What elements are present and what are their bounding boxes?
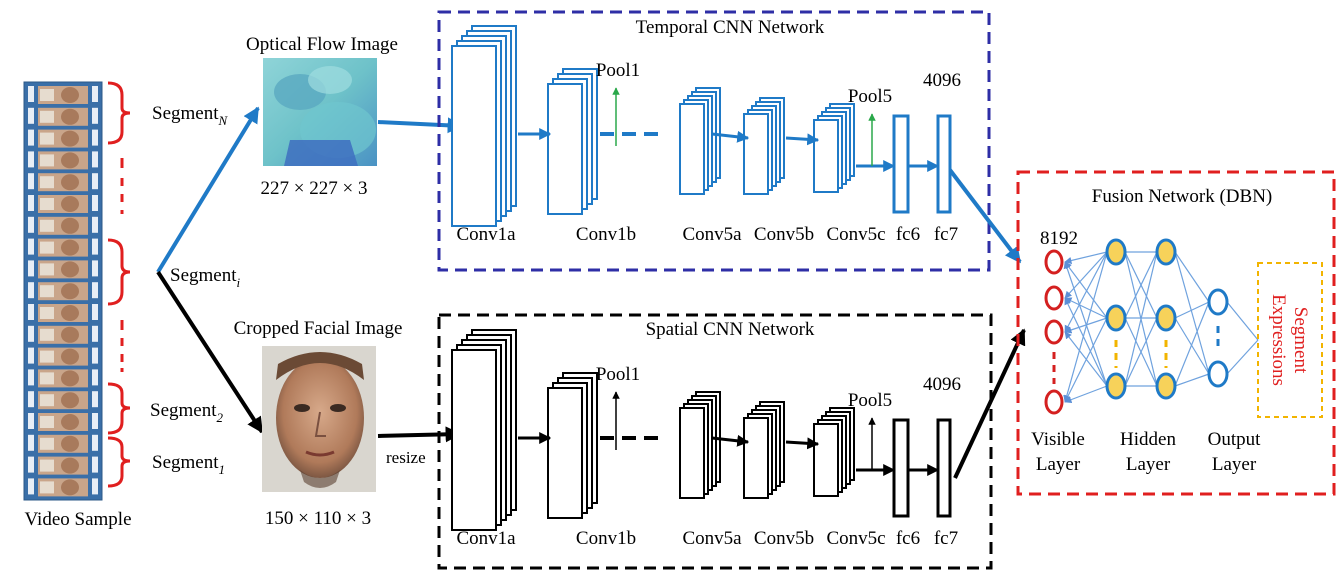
hidden-node (1105, 238, 1127, 266)
layer-label-conv5a: Conv5a (682, 528, 742, 549)
fc-size-label: 4096 (923, 374, 961, 395)
hidden-layer-label-2: Layer (1126, 454, 1171, 475)
fc6-block (892, 418, 910, 518)
resize-label: resize (386, 448, 426, 467)
segment-expressions-label: Segment Expressions (1268, 294, 1311, 386)
visible-layer-label-1: Visible (1031, 429, 1085, 450)
output-layer-label-2: Layer (1212, 454, 1257, 475)
spatial-network-title: Spatial CNN Network (646, 319, 815, 340)
hidden-node (1155, 304, 1177, 332)
fusion-input-size: 8192 (1040, 228, 1078, 249)
hidden-layer-label-1: Hidden (1120, 429, 1176, 450)
conv5a-block (679, 87, 721, 195)
temporal-network-title: Temporal CNN Network (636, 17, 825, 38)
layer-label-conv5b: Conv5b (754, 224, 814, 245)
fc7-block (936, 114, 952, 214)
fusion-network-title: Fusion Network (DBN) (1092, 186, 1273, 207)
segment-expressions-box (1257, 262, 1323, 418)
conv1a-block (451, 25, 517, 227)
segment-brackets (107, 81, 131, 488)
arrow-temporal-to-fusion (948, 168, 1022, 264)
cropped-face-title: Cropped Facial Image (234, 318, 403, 339)
arrow-conv5a-conv5b (711, 130, 750, 143)
svg-text:Segment: Segment (1290, 307, 1311, 374)
fc-size-label: 4096 (923, 70, 961, 91)
fusion-network-box (1016, 170, 1336, 496)
layer-label-conv1b: Conv1b (576, 224, 636, 245)
output-node (1207, 360, 1229, 388)
visible-layer-label-2: Layer (1036, 454, 1081, 475)
layer-label-conv1a: Conv1a (456, 528, 516, 549)
conv1b-block (547, 372, 598, 519)
arrow-flow-to-temporal (377, 117, 464, 134)
conv5c-block (813, 407, 855, 497)
visible-node (1044, 285, 1064, 311)
layer-label-fc6: fc6 (896, 528, 920, 549)
spatial-network-box (437, 313, 993, 570)
hidden-node (1155, 372, 1177, 400)
video-sample-label: Video Sample (24, 509, 131, 530)
layer-label-fc6: fc6 (896, 224, 920, 245)
fc7-block (936, 418, 952, 518)
fc6-block (892, 114, 910, 214)
arrow-to-optical-flow (156, 106, 260, 274)
arrow-face-to-spatial (377, 426, 462, 443)
segment-n-label: SegmentN (152, 103, 229, 128)
pool5-label: Pool5 (848, 390, 892, 411)
svg-text:Expressions: Expressions (1268, 294, 1289, 386)
optical-flow-image (263, 58, 377, 166)
video-filmstrip (23, 81, 103, 501)
conv5c-block (813, 103, 855, 193)
layer-label-conv5c: Conv5c (826, 528, 885, 549)
layer-label-conv1b: Conv1b (576, 528, 636, 549)
arrow-conv5b-conv5c (785, 437, 820, 450)
optical-flow-title: Optical Flow Image (246, 34, 398, 55)
segment-i-label: Segmenti (170, 265, 241, 290)
layer-label-conv5b: Conv5b (754, 528, 814, 549)
hidden-node (1105, 304, 1127, 332)
dbn-graph (1044, 238, 1259, 415)
layer-label-fc7: fc7 (934, 528, 958, 549)
cropped-face-dims: 150 × 110 × 3 (265, 508, 371, 529)
hidden-node (1105, 372, 1127, 400)
layer-label-conv5c: Conv5c (826, 224, 885, 245)
conv1b-block (547, 68, 598, 215)
pool1-label: Pool1 (596, 364, 640, 385)
optical-flow-dims: 227 × 227 × 3 (261, 178, 368, 199)
pool1-label: Pool1 (596, 60, 640, 81)
segment-2-label: Segment2 (150, 400, 224, 425)
visible-node (1044, 389, 1064, 415)
pool5-label: Pool5 (848, 86, 892, 107)
output-layer-label-1: Output (1208, 429, 1262, 450)
visible-node (1044, 249, 1064, 275)
conv5b-block (743, 401, 785, 499)
arrow-to-cropped-face (156, 270, 264, 434)
output-node (1207, 288, 1229, 316)
arrow-conv5a-conv5b (711, 434, 750, 447)
layer-label-conv5a: Conv5a (682, 224, 742, 245)
cropped-face-image (262, 346, 376, 492)
conv5a-block (679, 391, 721, 499)
layer-label-conv1a: Conv1a (456, 224, 516, 245)
temporal-network-box (437, 10, 991, 272)
hidden-node (1155, 238, 1177, 266)
conv1a-block (451, 329, 517, 531)
conv5b-block (743, 97, 785, 195)
visible-node (1044, 319, 1064, 345)
arrow-spatial-to-fusion (953, 328, 1026, 479)
segment-1-label: Segment1 (152, 452, 225, 477)
layer-label-fc7: fc7 (934, 224, 958, 245)
arrow-conv5b-conv5c (785, 133, 820, 146)
